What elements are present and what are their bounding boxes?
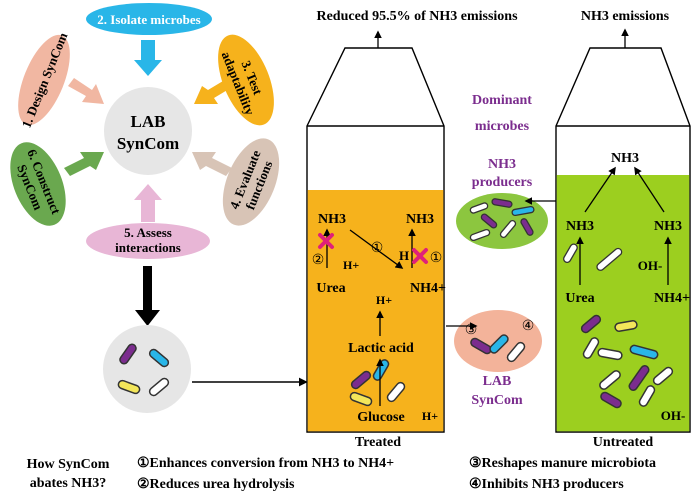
legend-question-2: abates NH3? [30,476,107,491]
untreated-top-label: NH3 emissions [581,9,670,24]
treated-microbe-3 [349,391,373,407]
microbe-white [148,377,170,397]
treated-tank: Reduced 95.5% of NH3 emissions NH3 NH3 U… [306,9,518,450]
untreated-nh4: NH4+ [654,291,690,306]
untreated-oh-2: OH- [661,408,686,423]
arrow-from-step-4 [192,152,232,176]
step-isolate-microbes [86,3,212,35]
treated-glucose: Glucose [357,410,404,425]
arrow-from-step-3 [194,78,234,104]
block-x-nh4 [412,248,428,264]
step-5-label-a: 5. Assess [124,225,172,240]
dominant-microbes: Dominant microbes NH3 producers ③ ④ LAB … [446,93,556,408]
treated-microbe-1 [350,370,372,390]
untreated-nh3-top: NH3 [611,151,639,166]
microbe-blue [148,348,170,368]
microbe-yellow [117,379,141,395]
step-test-adaptability [218,34,274,126]
legend-question-1: How SynCom [27,457,110,472]
center-label-2: SynCom [117,134,179,153]
treated-nh3-right: NH3 [406,212,434,227]
legend-mechanism-3: ③Reshapes manure microbiota [469,456,656,471]
producers-label-2: producers [472,175,533,190]
treated-top-label: Reduced 95.5% of NH3 emissions [316,9,518,24]
labsyncom-label-2: SynCom [471,393,523,408]
treated-microbe-4 [386,381,406,403]
dominant-label-1: Dominant [472,93,532,108]
untreated-tank: NH3 emissions NH3 NH3 NH3 OH- Urea NH4+ [555,9,691,450]
labsyncom-label-1: LAB [483,374,512,389]
treated-hplus-3: H+ [422,409,438,423]
untreated-nh3-right: NH3 [654,219,682,234]
legend-mechanism-2: ②Reduces urea hydrolysis [137,477,295,492]
treated-hplus-1: H+ [343,258,359,272]
marker-1a: ① [371,241,384,256]
untreated-urea: Urea [565,291,594,306]
treated-nh3-left: NH3 [318,212,346,227]
marker-3: ③ [465,323,478,338]
step-construct-syncom [10,142,66,226]
treated-lactic-acid: Lactic acid [348,341,414,356]
marker-1b: ① [430,251,443,266]
legend-mechanism-1: ①Enhances conversion from NH3 to NH4+ [137,456,394,471]
treated-urea: Urea [316,281,345,296]
step-evaluate-functions [222,138,280,226]
microbe-purple [119,343,137,365]
step-assess-interactions [86,223,210,259]
arrow-from-step-2 [134,40,162,76]
untreated-label: Untreated [593,435,654,450]
step-2-label: 2. Isolate microbes [97,12,200,27]
lab-syncom-center [104,87,192,175]
treated-h: H [399,248,409,263]
arrow-from-step-1 [68,78,104,104]
center-label-1: LAB [131,112,166,131]
syncom-microbes-circle [103,325,191,413]
arrow-from-step-6 [64,152,104,176]
arrow-down-to-syncom [135,266,160,326]
dominant-label-2: microbes [475,119,530,134]
marker-2: ② [312,253,325,268]
treated-label: Treated [355,435,401,450]
step-5-label-b: interactions [115,240,181,255]
block-x-urea [318,233,334,249]
treated-hplus-2: H+ [376,293,392,307]
marker-4: ④ [522,319,535,334]
untreated-nh3-left: NH3 [566,219,594,234]
workflow-wheel: 2. Isolate microbes 1. Design SynCom 3. … [10,3,308,413]
untreated-microbes [580,314,674,409]
mechanism-legend: How SynCom abates NH3? ①Enhances convers… [27,456,656,492]
producers-label-1: NH3 [488,157,516,172]
arrow-from-step-5 [134,184,162,222]
treated-microbe-2 [372,359,390,381]
legend-mechanism-4: ④Inhibits NH3 producers [469,477,624,492]
untreated-oh-1: OH- [638,258,663,273]
treated-nh4: NH4+ [410,281,446,296]
step-design-syncom [18,34,70,126]
untreated-manure [556,175,690,432]
